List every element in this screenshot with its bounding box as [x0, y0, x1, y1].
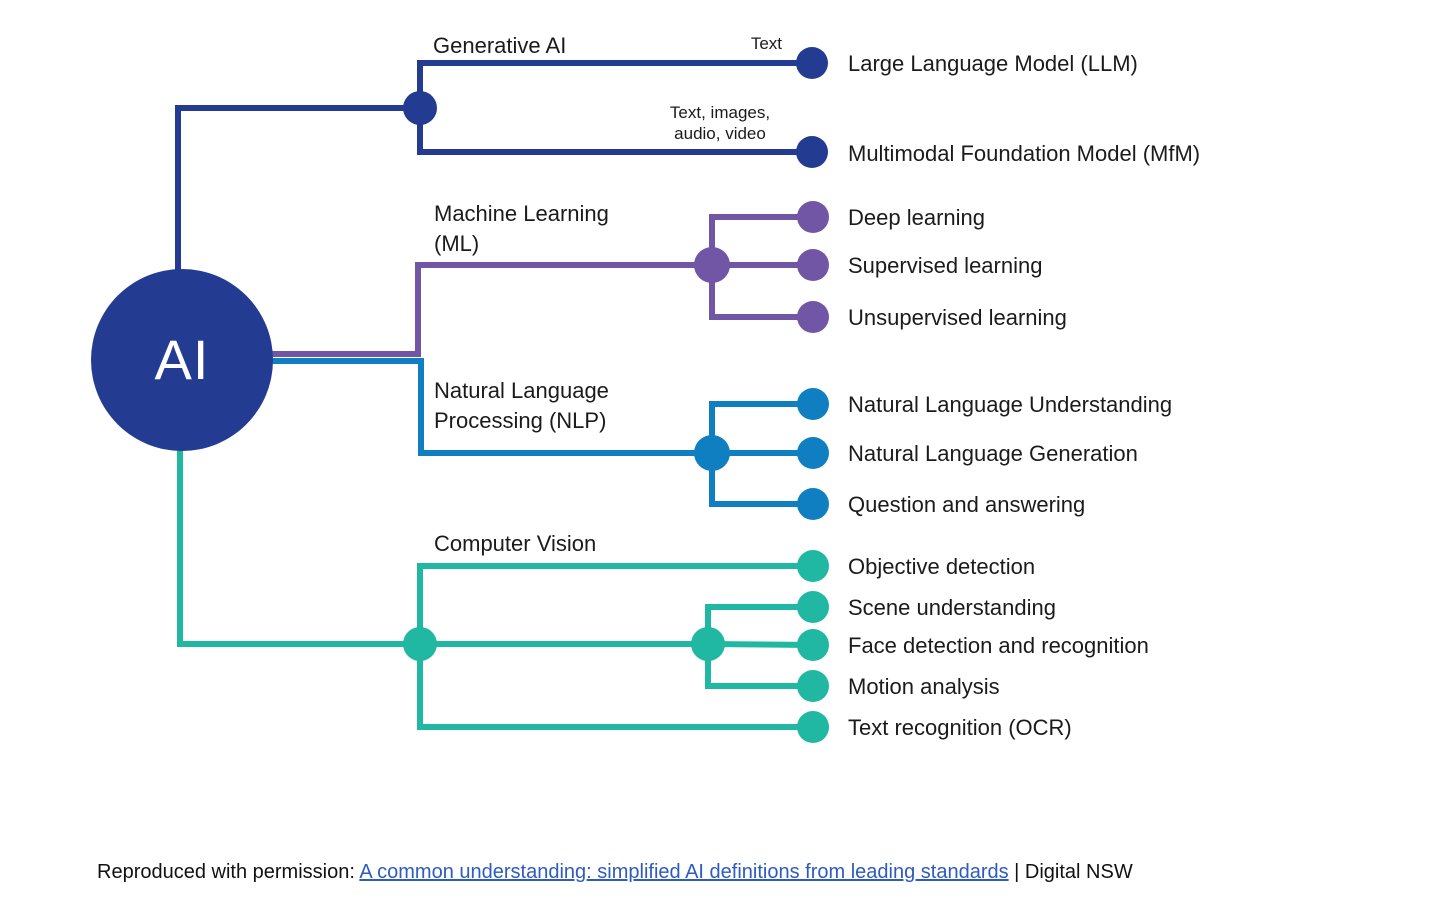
- caption-prefix: Reproduced with permission:: [97, 861, 360, 883]
- genai-hub-node: [403, 91, 437, 125]
- nlp-hub-node: [694, 435, 730, 471]
- leaf-label-motion-analysis: Motion analysis: [848, 674, 1000, 699]
- caption-source-link[interactable]: A common understanding: simplified AI de…: [359, 861, 1009, 883]
- unsupervised-learning-node: [797, 301, 829, 333]
- scene-understanding-node: [797, 591, 829, 623]
- leaf-label-nlu: Natural Language Understanding: [848, 392, 1173, 417]
- branch-label-machine-learning: Machine Learning (ML): [434, 201, 609, 256]
- text-recognition-node: [797, 711, 829, 743]
- leaf-label-llm: Large Language Model (LLM): [848, 51, 1138, 76]
- attribution-caption: Reproduced with permission: A common und…: [97, 859, 1133, 885]
- connector-cv-to-text-recognition: [417, 644, 813, 730]
- annotation-mfm-modality-line1: Text, images,: [669, 103, 771, 122]
- branch-label-generative-ai: Generative AI: [433, 33, 567, 58]
- leaf-label-face-detection: Face detection and recognition: [848, 633, 1149, 658]
- annotation-mfm-modality: Text, images, audio, video: [650, 102, 790, 144]
- leaf-label-unsupervised-learning: Unsupervised learning: [848, 305, 1067, 330]
- branch-label-nlp: Natural Language Processing (NLP): [434, 378, 609, 433]
- leaf-label-objective-detection: Objective detection: [848, 554, 1036, 579]
- leaf-label-text-recognition: Text recognition (OCR): [848, 715, 1072, 740]
- nlu-node: [797, 388, 829, 420]
- root-ai-label: AI: [154, 328, 210, 391]
- connector-cv-to-face-detection: [707, 641, 814, 648]
- connector-root-to-ml: [205, 262, 712, 357]
- branch-label-computer-vision: Computer Vision: [434, 531, 597, 556]
- connector-root-to-nlp: [205, 358, 712, 456]
- motion-analysis-node: [797, 670, 829, 702]
- leaf-label-deep-learning: Deep learning: [848, 205, 985, 230]
- leaf-label-mfm: Multimodal Foundation Model (MfM): [848, 141, 1201, 166]
- caption-suffix: | Digital NSW: [1008, 861, 1133, 883]
- supervised-learning-node: [797, 249, 829, 281]
- connector-root-to-cv: [177, 430, 420, 647]
- objective-detection-node: [797, 550, 829, 582]
- face-detection-node: [797, 629, 829, 661]
- qa-node: [797, 488, 829, 520]
- llm-node: [796, 47, 828, 79]
- deep-learning-node: [797, 201, 829, 233]
- leaf-label-qa: Question and answering: [848, 492, 1086, 517]
- ml-hub-node: [694, 247, 730, 283]
- cv-subhub-node: [691, 627, 725, 661]
- mfm-node: [796, 136, 828, 168]
- nlg-node: [797, 437, 829, 469]
- leaf-label-supervised-learning: Supervised learning: [848, 253, 1043, 278]
- leaf-label-scene-understanding: Scene understanding: [848, 595, 1056, 620]
- connector-cv-to-objective-detection: [417, 563, 813, 644]
- cv-hub-node: [403, 627, 437, 661]
- root-ai-node: [91, 269, 273, 451]
- annotation-llm-modality: Text: [750, 34, 782, 53]
- connector-root-to-genai: [175, 105, 420, 300]
- leaf-label-nlg: Natural Language Generation: [848, 441, 1138, 466]
- annotation-mfm-modality-line2: audio, video: [674, 124, 766, 143]
- cv-branch-lines: [177, 430, 814, 730]
